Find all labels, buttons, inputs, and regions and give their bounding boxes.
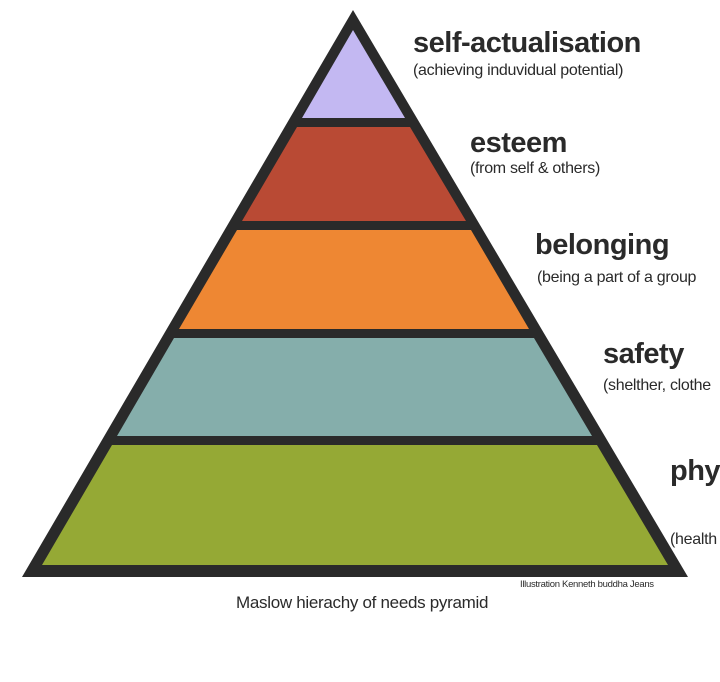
level-title-belonging: belonging — [535, 229, 670, 261]
level-subtitle-esteem: (from self & others) — [470, 160, 601, 177]
level-subtitle-physiological: (health — [670, 531, 717, 548]
pyramid-band-self-actualisation — [302, 30, 405, 118]
level-title-physiological: phy — [670, 455, 720, 487]
pyramid-band-safety — [117, 338, 592, 436]
diagram-caption: Maslow hierachy of needs pyramid — [236, 593, 489, 612]
level-subtitle-belonging: (being a part of a group — [537, 269, 697, 286]
pyramid-band-belonging — [179, 230, 529, 329]
pyramid-band-esteem — [242, 127, 466, 221]
level-title-safety: safety — [603, 338, 684, 370]
level-title-self-actualisation: self-actualisation — [413, 27, 641, 59]
level-title-esteem: esteem — [470, 127, 567, 159]
level-subtitle-safety: (shelther, clothe — [603, 377, 711, 394]
pyramid-band-physiological — [42, 445, 668, 565]
illustration-credit: Illustration Kenneth buddha Jeans — [520, 579, 654, 590]
level-subtitle-self-actualisation: (achieving induvidual potential) — [413, 62, 624, 79]
